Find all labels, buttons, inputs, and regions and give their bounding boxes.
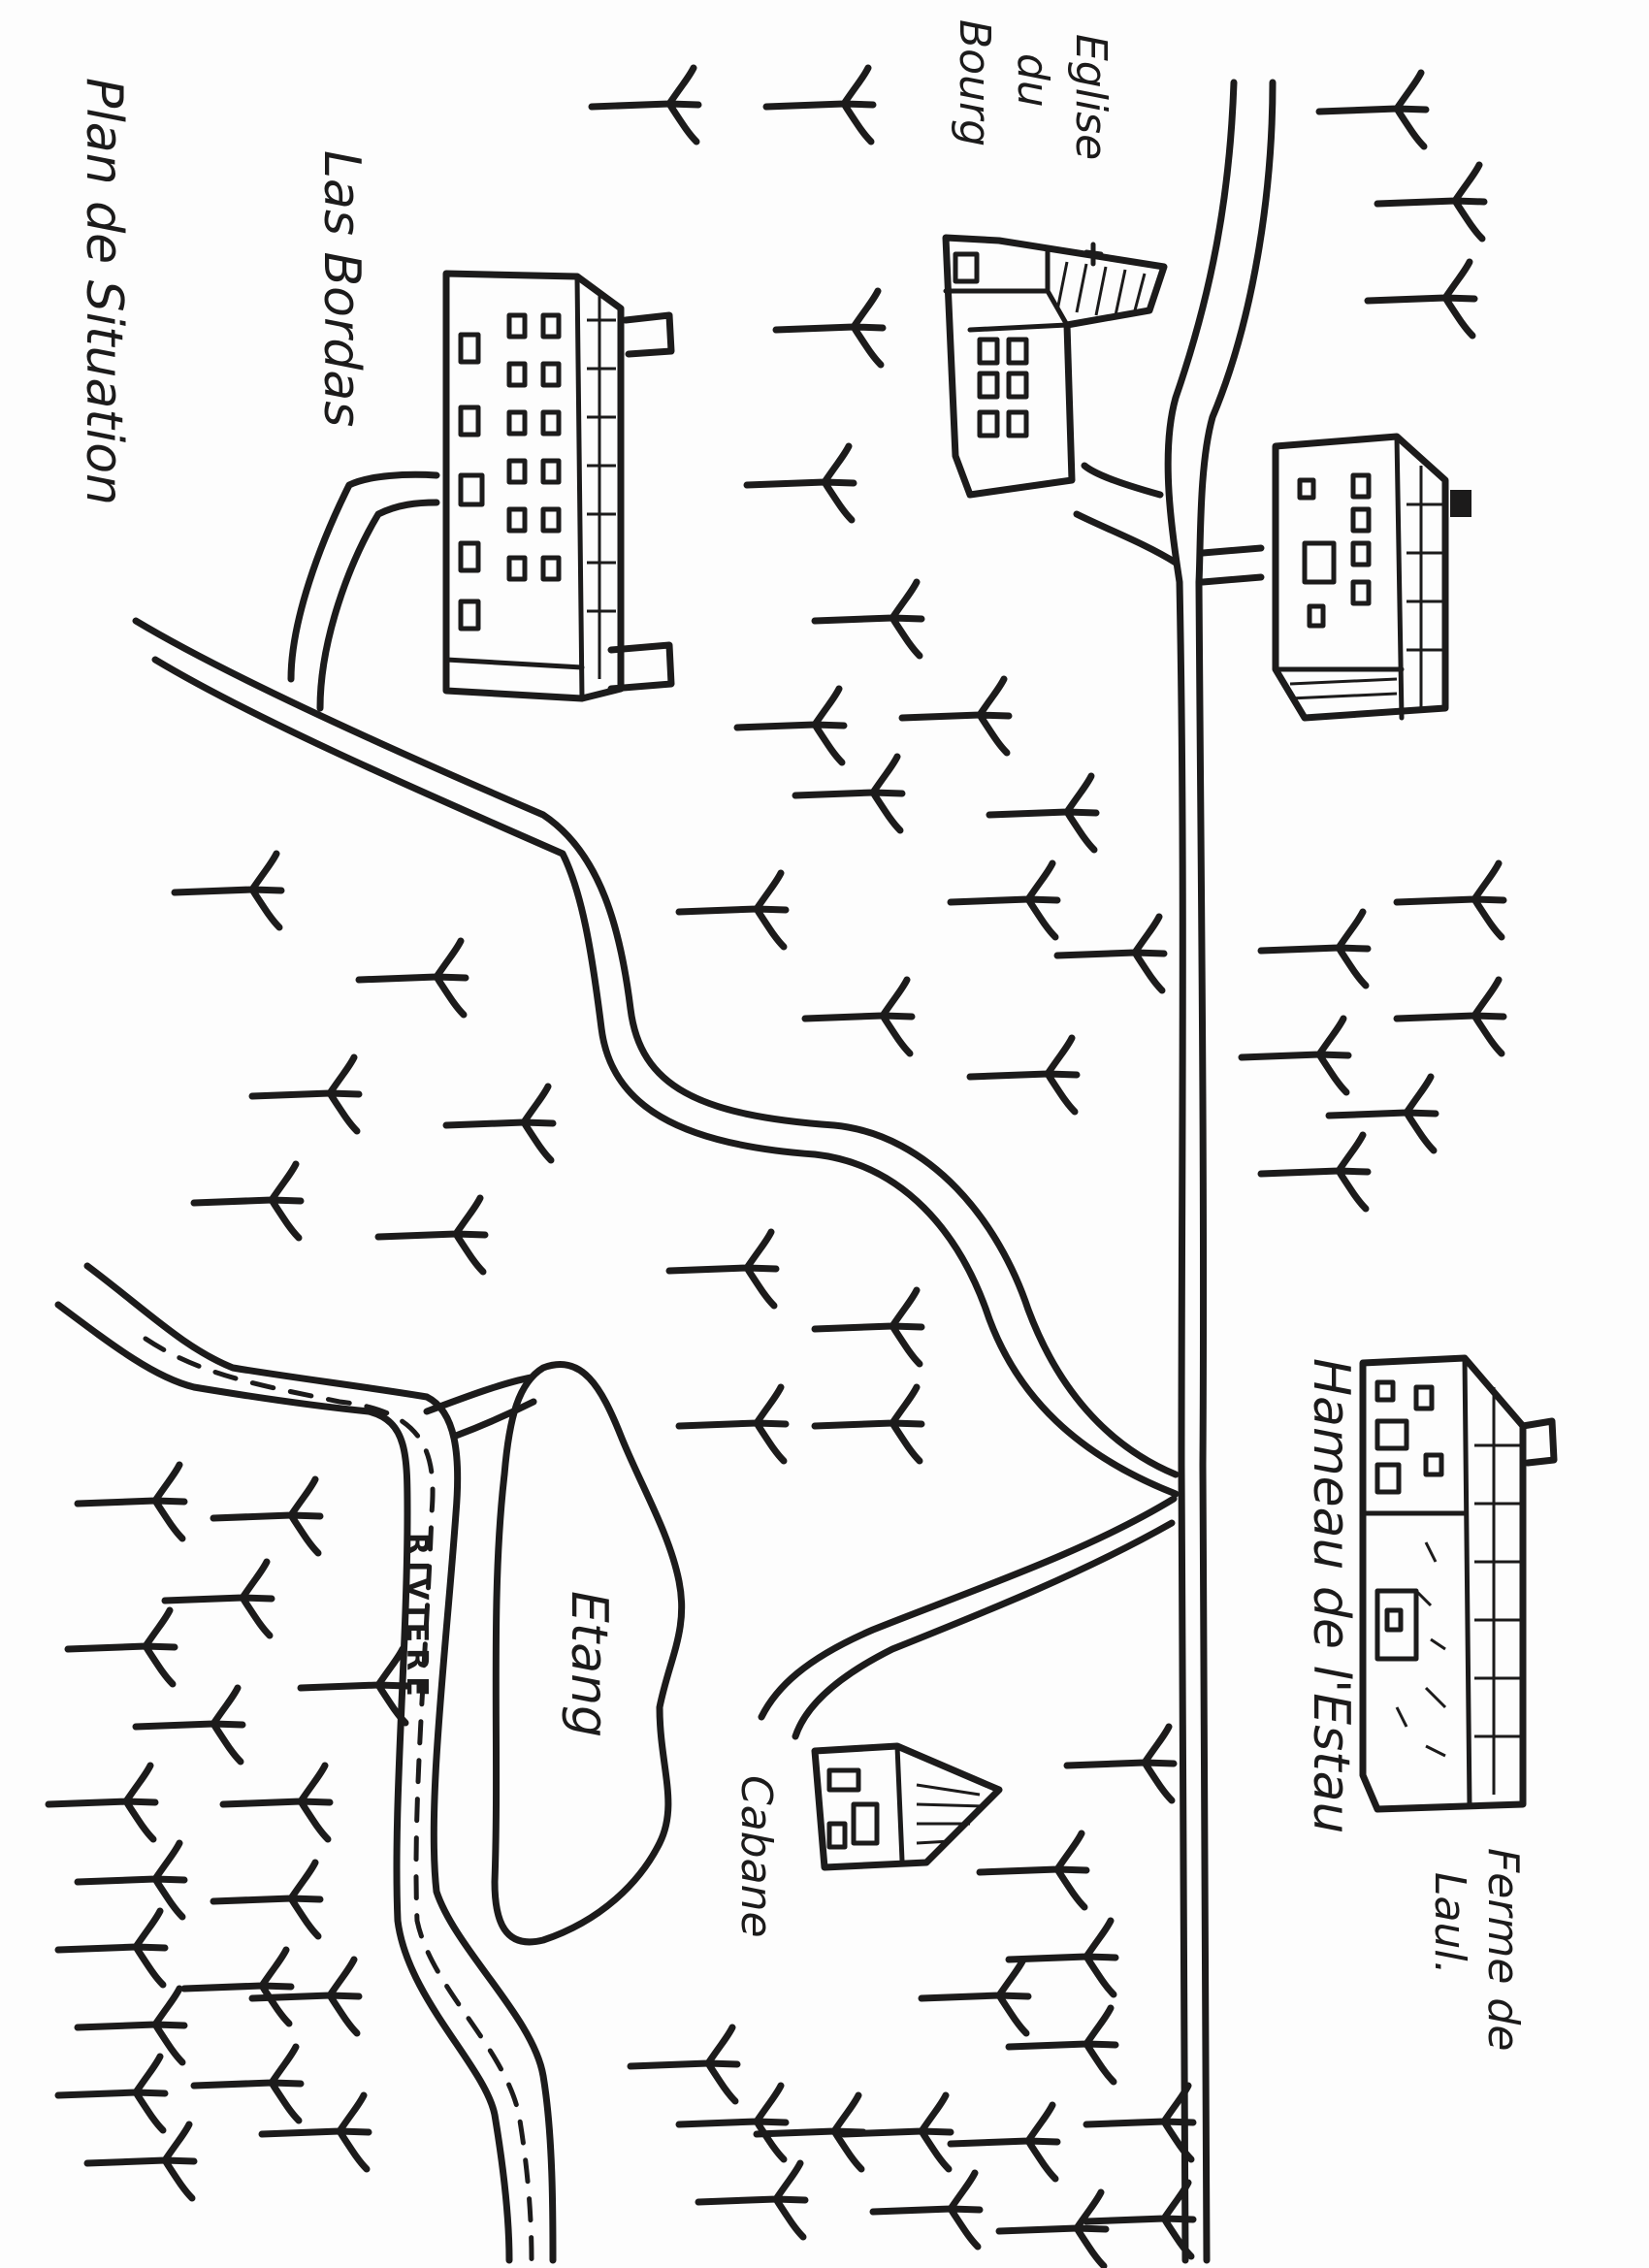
tree-icon bbox=[1238, 1015, 1352, 1096]
tree-icon bbox=[675, 1383, 790, 1465]
tree-icon bbox=[995, 2188, 1110, 2268]
tree-icon bbox=[1393, 859, 1507, 941]
tree-icon bbox=[190, 1160, 305, 1242]
tree-icon bbox=[1315, 69, 1430, 150]
tree-icon bbox=[733, 685, 848, 766]
tree-icon bbox=[986, 772, 1100, 854]
winding-road bbox=[132, 617, 1180, 1498]
tree-icon bbox=[180, 1946, 295, 2027]
tree-icon bbox=[1083, 2179, 1197, 2260]
tree-icon bbox=[64, 1606, 178, 1688]
tree-icon bbox=[74, 1985, 188, 2066]
hameau-label: Hameau de l'Estau bbox=[1302, 1358, 1360, 1833]
tree-icon bbox=[54, 1907, 169, 1989]
tree-icon bbox=[811, 1286, 925, 1368]
tree-icon bbox=[811, 578, 925, 660]
tree-icon bbox=[297, 1645, 411, 1727]
pond bbox=[491, 1361, 686, 1946]
tree-icon bbox=[918, 1956, 1032, 2037]
las-bordas-driveway bbox=[287, 470, 440, 712]
tree-icon bbox=[1083, 2082, 1197, 2163]
tree-icon bbox=[1364, 258, 1478, 340]
tree-icon bbox=[947, 2101, 1061, 2183]
tree-icon bbox=[83, 2121, 198, 2202]
tree-icon bbox=[74, 1839, 188, 1921]
cabane-path bbox=[758, 1495, 1178, 1740]
las-bordas-building bbox=[442, 270, 675, 702]
tree-icon bbox=[675, 869, 790, 951]
tree-icon bbox=[210, 1859, 324, 1940]
tree-icon bbox=[248, 1956, 363, 2037]
tree-icon bbox=[753, 2091, 867, 2173]
ferme-building bbox=[1359, 1354, 1558, 1813]
cabane-label: Cabane bbox=[731, 1775, 781, 1938]
church-label-line1: Eglise bbox=[1066, 34, 1116, 160]
river bbox=[54, 1262, 557, 2264]
church-driveway bbox=[1073, 462, 1180, 567]
ferme-label-line1: Ferme de bbox=[1478, 1848, 1528, 2051]
tree-icon bbox=[976, 1830, 1090, 1911]
map-title: Plan de Situation bbox=[75, 78, 133, 505]
tree-icon bbox=[665, 1228, 780, 1310]
tree-icon bbox=[840, 2091, 954, 2173]
tree-icon bbox=[442, 1083, 557, 1164]
tree-icon bbox=[811, 1383, 925, 1465]
tree-icon bbox=[743, 442, 857, 524]
tree-icon bbox=[258, 2091, 372, 2173]
tree-icon bbox=[355, 937, 469, 1019]
hameau-building bbox=[1272, 433, 1471, 722]
hameau-driveway bbox=[1199, 544, 1265, 586]
tree-icon bbox=[966, 1034, 1081, 1116]
tree-icon bbox=[132, 1684, 246, 1766]
river-label: RIVIERE bbox=[400, 1533, 434, 1702]
tree-icon bbox=[1393, 976, 1507, 1057]
tree-icon bbox=[1325, 1073, 1439, 1154]
cabane-building bbox=[811, 1742, 1003, 1871]
ferme-label-line2: Laul. bbox=[1425, 1872, 1474, 1975]
tree-icon bbox=[869, 2169, 984, 2251]
tree-icon bbox=[627, 2024, 741, 2105]
tree-icon bbox=[695, 2159, 809, 2241]
tree-icon bbox=[792, 753, 906, 834]
tree-icon bbox=[675, 2082, 790, 2163]
tree-icon bbox=[1257, 908, 1372, 989]
main-road bbox=[1164, 79, 1277, 2264]
tree-icon bbox=[190, 2043, 305, 2124]
church-label-line3: Bourg bbox=[950, 19, 999, 146]
tree-icon bbox=[898, 675, 1013, 757]
tree-icon bbox=[1374, 161, 1488, 243]
church-building bbox=[942, 234, 1168, 499]
las-bordas-label: Las Bordas bbox=[312, 150, 371, 427]
tree-icon bbox=[74, 1461, 188, 1542]
tree-icon bbox=[1257, 1131, 1372, 1213]
tree-icon bbox=[219, 1762, 334, 1843]
tree-icon bbox=[54, 2053, 169, 2134]
tree-icon bbox=[1005, 2004, 1119, 2086]
tree-icon bbox=[1053, 913, 1168, 994]
church-label-line2: du bbox=[1008, 53, 1057, 108]
tree-icon bbox=[801, 976, 916, 1057]
tree-group bbox=[45, 64, 1507, 2268]
tree-icon bbox=[1063, 1723, 1178, 1804]
tree-icon bbox=[161, 1558, 275, 1639]
tree-icon bbox=[45, 1762, 159, 1843]
tree-icon bbox=[588, 64, 702, 146]
tree-icon bbox=[772, 287, 887, 369]
tree-icon bbox=[210, 1475, 324, 1557]
tree-icon bbox=[374, 1194, 489, 1276]
tree-icon bbox=[947, 859, 1061, 941]
tree-icon bbox=[248, 1053, 363, 1135]
tree-icon bbox=[171, 850, 285, 931]
pond-label: Etang bbox=[560, 1591, 618, 1737]
tree-icon bbox=[1005, 1917, 1119, 1998]
tree-icon bbox=[762, 64, 877, 146]
